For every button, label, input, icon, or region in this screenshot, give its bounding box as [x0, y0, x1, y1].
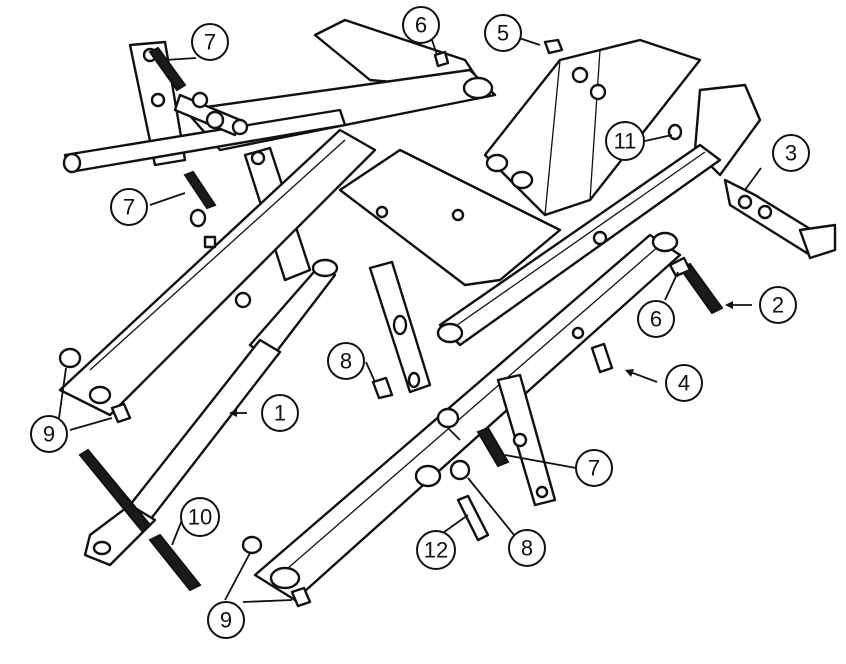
svg-text:8: 8 [340, 349, 352, 374]
svg-text:7: 7 [123, 195, 135, 220]
upper-left-arm [62, 40, 347, 174]
svg-text:10: 10 [188, 505, 212, 530]
callout-9-left: 9 [30, 415, 68, 453]
callout-12: 12 [416, 530, 456, 570]
leader-lines [58, 37, 762, 603]
callout-8-lower: 8 [508, 529, 546, 567]
callout-3: 3 [772, 134, 810, 172]
svg-text:11: 11 [614, 129, 637, 154]
right-upper-arm [436, 143, 722, 347]
right-frame-rail [253, 231, 682, 602]
svg-text:9: 9 [43, 422, 55, 447]
callout-7-top: 7 [191, 23, 229, 61]
callout-7-left: 7 [110, 188, 148, 226]
centre-right-hanger [368, 260, 432, 394]
part-1-link-tube [83, 258, 339, 567]
svg-text:7: 7 [204, 30, 216, 55]
svg-text:8: 8 [521, 536, 533, 561]
part-3-rear-bracket [723, 178, 837, 260]
svg-text:2: 2 [772, 293, 784, 318]
callout-8-centre: 8 [327, 342, 365, 380]
svg-text:4: 4 [678, 371, 690, 396]
callouts: 1 2 3 4 5 6 6 7 7 7 8 8 9 9 10 11 12 [30, 6, 810, 639]
svg-text:6: 6 [650, 307, 662, 332]
callout-5: 5 [484, 14, 522, 52]
callout-2: 2 [759, 286, 797, 324]
callout-11: 11 [605, 121, 645, 161]
part-10-t-handle [78, 448, 202, 592]
callout-9-bottom: 9 [207, 601, 245, 639]
lower-right-plate [496, 373, 557, 507]
centre-body [338, 148, 562, 287]
callout-1: 1 [261, 394, 299, 432]
svg-text:1: 1 [274, 401, 286, 426]
svg-text:12: 12 [424, 538, 448, 563]
svg-text:9: 9 [220, 608, 232, 633]
left-frame-rail [58, 128, 377, 417]
callout-6-right: 6 [637, 300, 675, 338]
callout-10: 10 [180, 497, 220, 537]
callout-6-top: 6 [402, 6, 440, 44]
svg-text:6: 6 [415, 13, 427, 38]
callout-7-lower: 7 [575, 449, 613, 487]
svg-text:3: 3 [785, 141, 797, 166]
fasteners [58, 38, 724, 608]
callout-4: 4 [665, 364, 703, 402]
svg-text:5: 5 [497, 21, 509, 46]
svg-text:7: 7 [588, 456, 600, 481]
